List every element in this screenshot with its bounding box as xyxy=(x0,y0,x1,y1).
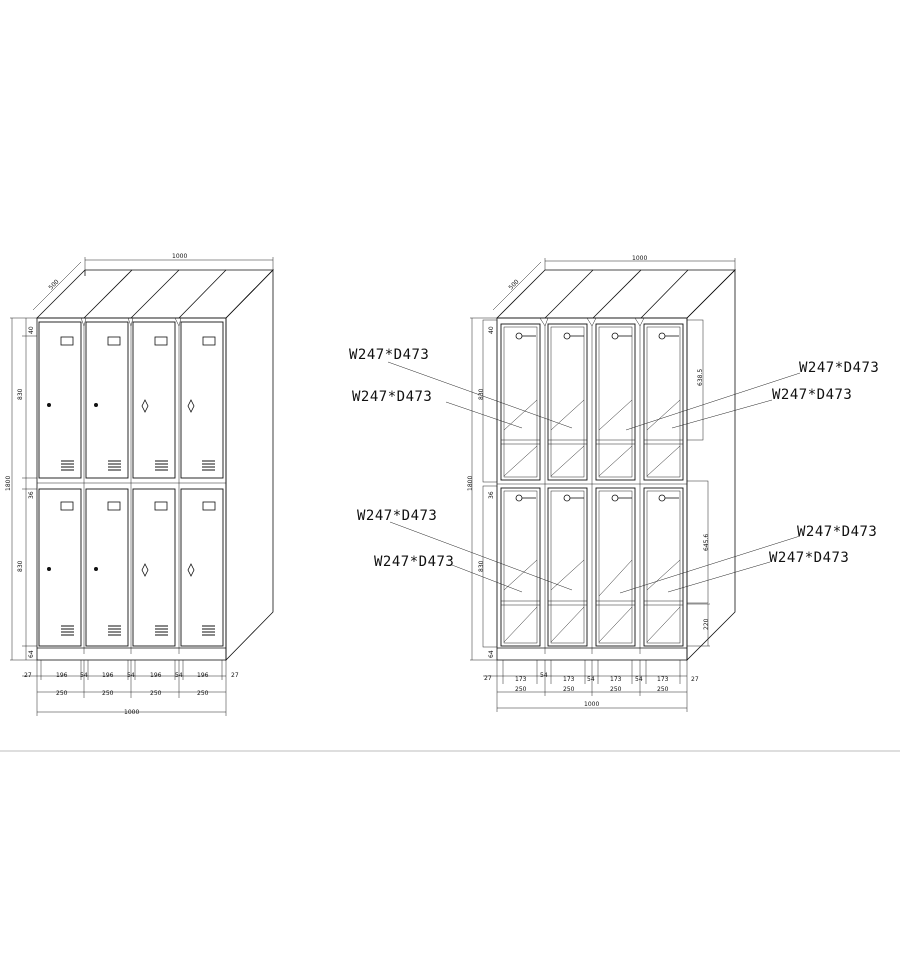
callout-upper-1: W247*D473 xyxy=(349,347,429,363)
left-dim-column-2: 250 xyxy=(102,690,114,697)
left-dim-column-4: 250 xyxy=(197,690,209,697)
right-dim-top-door: 830 xyxy=(478,388,485,400)
left-dim-depth: 500 xyxy=(47,278,60,291)
left-dim-door-2: 196 xyxy=(102,672,114,679)
left-dim-edge-left: 27 xyxy=(24,672,32,679)
right-dim-bottom-total: 1000 xyxy=(584,701,599,708)
left-locker-doors xyxy=(37,317,226,654)
left-dim-divider-3: 54 xyxy=(175,672,183,679)
right-dim-depth: 500 xyxy=(507,278,520,291)
left-dim-door-4: 196 xyxy=(197,672,209,679)
left-dim-mid-gap: 36 xyxy=(28,491,35,499)
right-dim-edge-left: 27 xyxy=(484,675,492,682)
left-dim-divider-1: 54 xyxy=(80,672,88,679)
callout-lower-2: W247*D473 xyxy=(374,554,454,570)
right-dim-edge-right: 27 xyxy=(691,676,699,683)
right-dim-inner-3: 173 xyxy=(610,676,622,683)
left-dim-top-door: 830 xyxy=(17,388,24,400)
left-dim-divider-2: 54 xyxy=(127,672,135,679)
right-dim-bottom-door: 830 xyxy=(478,560,485,572)
callout-lower-3: W247*D473 xyxy=(797,524,877,540)
left-dim-door-3: 196 xyxy=(150,672,162,679)
right-dim-height: 1800 xyxy=(467,476,474,491)
right-dim-inner-4: 173 xyxy=(657,676,669,683)
left-dim-height: 1800 xyxy=(5,476,12,491)
right-locker-side-panel xyxy=(686,269,736,661)
left-dim-bottom-total: 1000 xyxy=(124,709,139,716)
right-locker-top xyxy=(496,269,736,319)
left-dimension-labels: 1000 500 1800 40 830 36 830 64 27 196 54… xyxy=(5,253,239,716)
left-dim-column-3: 250 xyxy=(150,690,162,697)
right-dim-inner-2: 173 xyxy=(563,676,575,683)
left-locker-side-panel xyxy=(225,269,274,661)
left-dim-edge-right: 27 xyxy=(231,672,239,679)
right-dim-inner-1: 173 xyxy=(515,676,527,683)
right-locker-hanger-rails xyxy=(515,332,679,502)
right-dimension-labels: 1000 500 1800 40 830 36 830 64 638.5 645… xyxy=(467,255,710,708)
left-dimension-lines xyxy=(10,257,274,716)
right-dim-base: 64 xyxy=(488,650,495,658)
left-locker-hardware xyxy=(47,336,216,636)
left-dim-column-1: 250 xyxy=(56,690,68,697)
callout-lower-4: W247*D473 xyxy=(769,550,849,566)
left-locker-view: 1000 500 1800 40 830 36 830 64 27 196 54… xyxy=(5,253,274,716)
right-callouts: W247*D473 W247*D473 W247*D473 W247*D473 … xyxy=(349,347,879,570)
left-dim-base: 64 xyxy=(28,650,35,658)
right-dim-divider-1: 54 xyxy=(540,672,548,679)
left-dim-bottom-door: 830 xyxy=(17,560,24,572)
callout-upper-4: W247*D473 xyxy=(772,387,852,403)
right-dim-mid-gap: 36 xyxy=(488,491,495,499)
callout-lower-1: W247*D473 xyxy=(357,508,437,524)
right-dim-divider-2: 54 xyxy=(587,676,595,683)
left-dim-door-1: 196 xyxy=(56,672,68,679)
callout-upper-3: W247*D473 xyxy=(799,360,879,376)
right-dim-lower-compartment: 645.6 xyxy=(703,534,710,551)
right-dim-column-1: 250 xyxy=(515,686,527,693)
left-dim-top-gap: 40 xyxy=(28,326,35,334)
right-dim-shelf-height: 220 xyxy=(703,618,710,630)
callout-upper-2: W247*D473 xyxy=(352,389,432,405)
right-dim-column-4: 250 xyxy=(657,686,669,693)
right-dim-divider-3: 54 xyxy=(635,676,643,683)
right-dim-upper-compartment: 638.5 xyxy=(697,369,704,386)
left-dim-total-width: 1000 xyxy=(172,253,187,260)
left-locker-top xyxy=(36,269,274,319)
right-dim-column-3: 250 xyxy=(610,686,622,693)
right-callout-leaders xyxy=(387,361,801,594)
right-dim-column-2: 250 xyxy=(563,686,575,693)
right-dimension-lines xyxy=(470,258,736,712)
right-dim-top-gap: 40 xyxy=(488,326,495,334)
right-locker-compartments xyxy=(497,317,687,654)
right-locker-view: W247*D473 W247*D473 W247*D473 W247*D473 … xyxy=(349,255,879,712)
right-dim-total-width: 1000 xyxy=(632,255,647,262)
